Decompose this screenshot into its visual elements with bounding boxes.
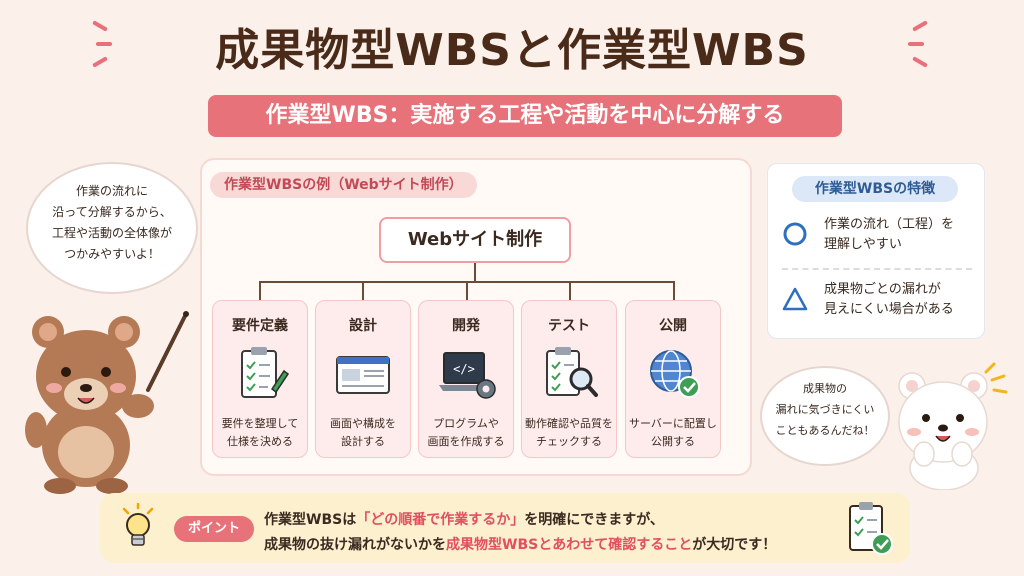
point-highlight: 「どの順番で作業するか」 [356, 512, 525, 528]
point-badge: ポイント [174, 516, 254, 542]
tree-connector [362, 281, 364, 300]
bubble-text: 沿って分解するから、 [52, 205, 172, 219]
tree-connector [259, 281, 261, 300]
point-highlight: 成果物型WBSとあわせて確認すること [446, 537, 693, 553]
checklist-magnifier-icon [546, 347, 598, 397]
wireframe-screen-icon [336, 356, 390, 394]
feature-text: 理解しやすい [824, 237, 902, 252]
node-desc: 公開する [651, 435, 695, 448]
point-text-line1: 作業型WBSは「どの順番で作業するか」を明確にできますが、 [264, 509, 664, 529]
node-desc: サーバーに配置し [629, 417, 717, 430]
wbs-node-test: テスト 動作確認や品質を チェックする [521, 300, 617, 458]
node-name: 開発 [452, 318, 480, 334]
clipboard-check-icon [849, 502, 893, 555]
node-desc: 動作確認や品質を [525, 417, 613, 430]
speech-bubble-left: 作業の流れに 沿って分解するから、 工程や活動の全体像が つかみやすいよ！ [26, 162, 198, 294]
features-label: 作業型WBSの特徴 [792, 176, 958, 202]
node-desc: 仕様を決める [227, 435, 293, 448]
wbs-node-requirements: 要件定義 要件を整理して 仕様を決める [212, 300, 308, 458]
feature-bad: 成果物ごとの漏れが 見えにくい場合がある [782, 280, 980, 324]
triangle-icon [782, 287, 808, 311]
wbs-root-node: Webサイト制作 [379, 217, 571, 263]
feature-good: 作業の流れ（工程）を 理解しやすい [782, 215, 980, 259]
brown-bear-pointer-illustration [25, 311, 189, 494]
example-label: 作業型WBSの例（Webサイト制作） [210, 172, 477, 198]
node-desc: プログラムや [433, 417, 499, 430]
feature-text: 作業の流れ（工程）を [824, 217, 955, 232]
features-divider [782, 268, 972, 270]
point-text-line2: 成果物の抜け漏れがないかを成果物型WBSとあわせて確認することが大切です！ [264, 534, 776, 554]
wbs-node-development: 開発 </> プログラムや 画面を作成する [418, 300, 514, 458]
feature-text: 成果物ごとの漏れが [824, 282, 941, 297]
bubble-text: 成果物の [803, 382, 847, 395]
point-text: 成果物の抜け漏れがないかを [264, 537, 446, 553]
bubble-text: 工程や活動の全体像が [51, 226, 172, 240]
node-name: 要件定義 [232, 318, 288, 334]
bubble-text: こともあるんだね！ [775, 424, 875, 437]
white-bear-illustration [898, 362, 1008, 490]
node-desc: 画面を作成する [427, 435, 505, 448]
node-desc: 要件を整理して [221, 417, 299, 430]
node-name: 設計 [349, 318, 377, 334]
lightbulb-icon [122, 503, 154, 546]
node-desc: チェックする [536, 435, 602, 448]
circle-icon [783, 222, 807, 246]
point-text: 作業型WBSは [264, 512, 357, 528]
tree-connector [569, 281, 571, 300]
clipboard-pencil-icon [241, 347, 290, 398]
tree-connector [673, 281, 675, 300]
node-desc: 画面や構成を [330, 417, 396, 430]
point-text: を明確にできますが、 [524, 512, 664, 528]
node-name: 公開 [659, 318, 687, 334]
laptop-code-icon: </> [439, 352, 496, 399]
speech-bubble-right: 成果物の 漏れに気づきにくい こともあるんだね！ [760, 366, 890, 466]
wbs-node-release: 公開 サーバーに配置し 公開する [625, 300, 721, 458]
tree-connector [474, 263, 476, 281]
feature-text: 見えにくい場合がある [824, 302, 954, 317]
point-text: が大切です！ [692, 537, 777, 553]
globe-check-icon [650, 350, 700, 398]
subtitle-banner: 作業型WBS：実施する工程や活動を中心に分解する [208, 95, 842, 137]
node-desc: 設計する [341, 435, 385, 448]
tree-connector [466, 281, 468, 300]
bubble-text: つかみやすいよ！ [64, 247, 160, 261]
bubble-text: 漏れに気づきにくい [775, 403, 875, 416]
wbs-node-design: 設計 画面や構成を 設計する [315, 300, 411, 458]
bubble-text: 作業の流れに [75, 184, 148, 198]
node-name: テスト [548, 318, 590, 334]
page-title: 成果物型WBSと作業型WBS [215, 25, 809, 76]
svg-text:</>: </> [453, 362, 475, 376]
